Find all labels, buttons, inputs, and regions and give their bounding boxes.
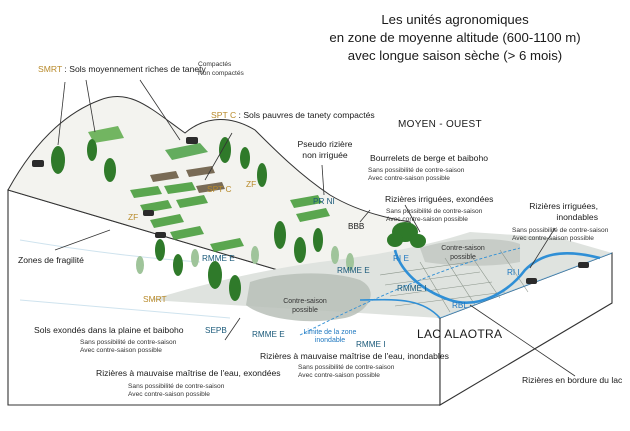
- sols-exondes-sub-1: Sans possibilité de contre-saison: [80, 339, 177, 346]
- terraced-fields: [130, 182, 330, 252]
- contre-saison-right-line-2: possible: [450, 254, 476, 261]
- contre-saison-center-line-1: Contre-saison: [283, 298, 327, 305]
- non-compactes-label: Non compactés: [198, 70, 244, 77]
- sols-exondes-sub-2: Avec contre-saison possible: [80, 347, 162, 354]
- leader-lines: [54, 79, 576, 377]
- smrt-code: SMRT: [38, 64, 63, 74]
- code-bbb: BBB: [348, 222, 365, 231]
- irrigation-canal: [393, 249, 601, 304]
- code-zf-lower: ZF: [128, 212, 139, 222]
- sptc-label-code: SPT C: [211, 110, 237, 120]
- contre-saison-center-line-2: possible: [292, 307, 318, 314]
- sols-exondes-label: Sols exondés dans la plaine et baiboho: [34, 325, 184, 335]
- sptc-description: : Sols pauvres de tanety compactés: [236, 110, 375, 120]
- bordure-lac-label: Rizières en bordure du lac: [522, 375, 623, 385]
- code-ri-e: RI E: [393, 254, 409, 263]
- smrt-label: SMRT : Sols moyennement riches de tanety: [38, 64, 206, 75]
- code-prni: PR NI: [313, 197, 335, 206]
- pseudo-riziere-line-1: Pseudo rizière: [297, 139, 353, 149]
- mauvaise-exondees-sub-1: Sans possibilité de contre-saison: [128, 383, 225, 390]
- code-smrt: SMRT: [143, 294, 167, 304]
- title-line-2: en zone de moyenne altitude (600-1100 m): [329, 30, 581, 45]
- pale-shrubs: [136, 246, 354, 274]
- inondables-line-2: inondables: [556, 212, 598, 222]
- cattle: [32, 137, 589, 284]
- code-rbl: RBL: [452, 301, 468, 310]
- code-ri-i: RI I: [507, 268, 520, 277]
- exondees-label: Rizières irriguées, exondées: [385, 194, 494, 204]
- compacted-terraces: [150, 166, 225, 193]
- trees: [51, 137, 426, 301]
- bourrelets-label: Bourrelets de berge et baiboho: [370, 153, 489, 163]
- title-line-1: Les unités agronomiques: [381, 12, 529, 27]
- code-sptc: SPT C: [207, 184, 232, 194]
- mauvaise-exondees-label: Rizières à mauvaise maîtrise de l'eau, e…: [96, 368, 281, 378]
- stream-front-lower: [19, 299, 231, 319]
- code-rmme-i-upper: RMME I: [397, 284, 427, 293]
- code-rmme-i-lower: RMME I: [356, 340, 386, 349]
- bourrelets-sub-1: Sans possibilité de contre-saison: [368, 167, 465, 174]
- mauvaise-inondables-sub-1: Sans possibilité de contre-saison: [298, 364, 395, 371]
- bourrelets-sub-2: Avec contre-saison possible: [368, 175, 450, 182]
- plateau-field-top: [165, 143, 208, 160]
- mauvaise-exondees-sub-2: Avec contre-saison possible: [128, 391, 210, 398]
- region-label: MOYEN - OUEST: [398, 119, 482, 130]
- code-rmme-e-center: RMME E: [337, 266, 370, 275]
- inondables-line-1: Rizières irriguées,: [529, 201, 598, 211]
- river-channel: [359, 298, 441, 319]
- exondees-sub-1: Sans possibilité de contre-saison: [386, 208, 483, 215]
- code-sepb: SEPB: [205, 326, 227, 335]
- exondees-sub-2: Avec contre-saison possible: [386, 216, 468, 223]
- sptc-label: SPT C : Sols pauvres de tanety compactés: [211, 110, 375, 121]
- code-rmme-e-left: RMME E: [202, 254, 235, 263]
- pseudo-riziere-line-2: non irriguée: [302, 150, 348, 160]
- limite-zone-line-2: inondable: [314, 337, 346, 344]
- contre-saison-right-line-1: Contre-saison: [441, 245, 485, 252]
- compactes-label: Compactés: [198, 61, 232, 68]
- plateau-field-left: [88, 126, 124, 143]
- mauvaise-inondables-label: Rizières à mauvaise maîtrise de l'eau, i…: [260, 351, 449, 361]
- lake-label: LAC ALAOTRA: [417, 327, 503, 341]
- title-line-3: avec longue saison sèche (> 6 mois): [347, 48, 563, 63]
- smrt-description: : Sols moyennement riches de tanety: [62, 64, 206, 74]
- inondables-sub-2: Avec contre-saison possible: [512, 235, 594, 242]
- inondables-sub-1: Sans possibilité de contre-saison: [512, 227, 609, 234]
- mauvaise-inondables-sub-2: Avec contre-saison possible: [298, 372, 380, 379]
- code-rmme-e-bottom: RMME E: [252, 330, 285, 339]
- flood-limit-line: [299, 247, 521, 336]
- code-zf-upper: ZF: [246, 179, 257, 189]
- contre-saison-zone-right: [420, 239, 520, 266]
- contre-saison-zone-center: [246, 273, 371, 322]
- limite-zone-line-1: Limite de la zone: [303, 329, 357, 336]
- zones-fragilite-label: Zones de fragilité: [18, 255, 84, 265]
